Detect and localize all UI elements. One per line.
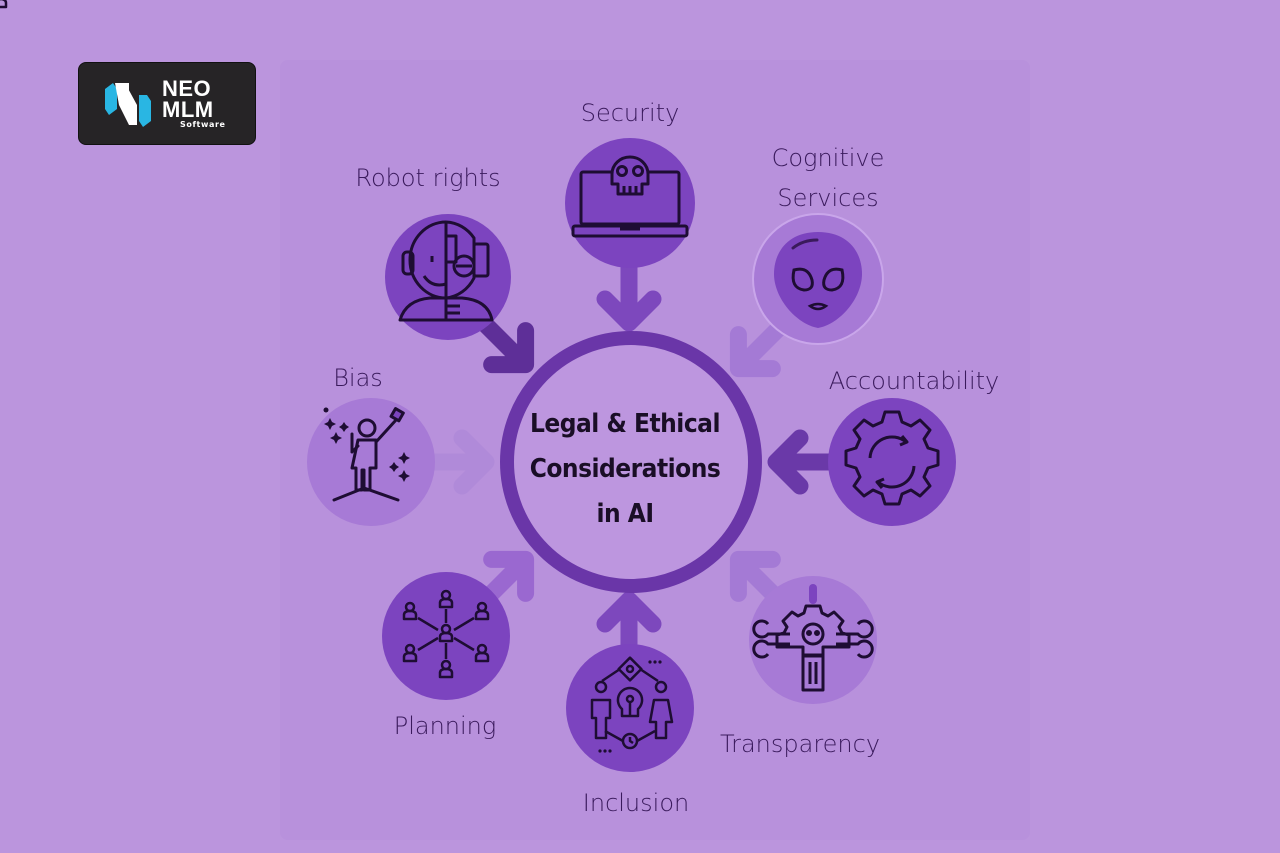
brand-line-1: NEO <box>162 76 212 101</box>
label-robot-rights: Robot rights <box>355 164 501 192</box>
brand-tagline: Software <box>180 120 226 129</box>
people-idea-icon <box>590 656 674 750</box>
node-robot-rights <box>385 214 511 340</box>
center-title-line-1: Legal & Ethical <box>530 409 720 439</box>
node-accountability <box>828 398 956 526</box>
sparkle-icons <box>323 407 410 482</box>
arrow-accountability <box>776 438 832 486</box>
arrow-bias <box>430 438 486 486</box>
node-cognitive-services <box>752 213 884 345</box>
label-inclusion: Inclusion <box>582 789 690 817</box>
human-robot-face-icon <box>398 220 494 322</box>
label-planning: Planning <box>393 712 497 740</box>
laptop-skull-icon <box>571 155 689 238</box>
node-transparency <box>749 576 877 704</box>
arrow-security <box>605 267 653 323</box>
gear-wrench-icon <box>752 584 874 692</box>
center-title-line-2: Considerations <box>529 454 721 484</box>
network-people-icon <box>0 0 490 679</box>
label-cognitive-line2: Services <box>777 184 879 212</box>
person-cleaning-icon <box>332 407 405 502</box>
node-planning <box>0 0 510 700</box>
center-title-line-3: in AI <box>596 499 654 529</box>
alien-head-icon <box>774 232 862 328</box>
center-title: Legal & Ethical Considerations in AI <box>510 402 740 537</box>
neo-mlm-logo: NEO MLM Software <box>78 62 256 145</box>
center-ring <box>500 331 762 593</box>
brand-line-2: MLM <box>162 97 214 122</box>
node-security <box>565 138 695 268</box>
label-bias: Bias <box>333 364 383 392</box>
node-bias <box>307 398 435 526</box>
label-transparency: Transparency <box>719 730 881 758</box>
neo-logo-mark-icon <box>105 83 151 127</box>
label-cognitive-line1: Cognitive <box>771 144 885 172</box>
node-inclusion <box>566 644 694 772</box>
gear-cycle-icon <box>844 410 940 506</box>
label-security: Security <box>580 99 680 127</box>
label-accountability: Accountability <box>828 367 1000 395</box>
